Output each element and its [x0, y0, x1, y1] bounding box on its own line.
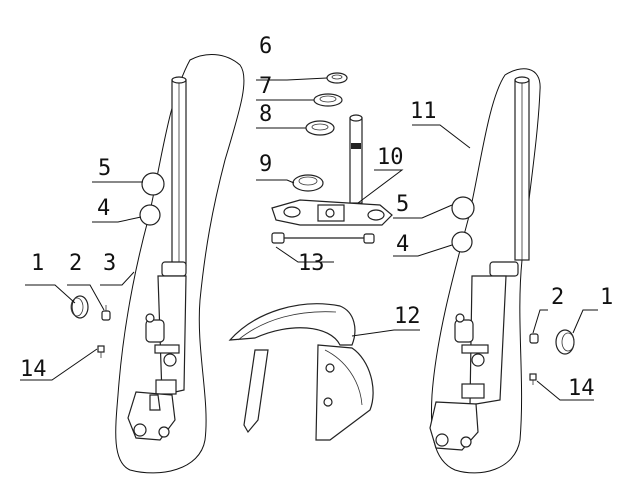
left-bolt-2	[101, 305, 111, 321]
right-cap-1	[555, 329, 575, 355]
callout-numbers: 1 2 3 5 4 14 6 7 8 9 10 11 12 13 5 4 2 1…	[20, 34, 613, 401]
callout-2-right: 2	[551, 285, 564, 310]
right-fork-group	[429, 68, 575, 474]
leader-lines	[20, 77, 598, 401]
left-fork-group	[70, 54, 245, 474]
callout-7: 7	[259, 74, 272, 99]
callout-13: 13	[298, 251, 325, 276]
callout-3: 3	[103, 251, 116, 276]
steering-stem-10	[271, 114, 393, 226]
callout-1-left: 1	[31, 251, 44, 276]
left-cap-1	[70, 295, 89, 319]
left-fork-leg	[127, 76, 187, 441]
callout-2-left: 2	[69, 251, 82, 276]
callout-14-left: 14	[20, 357, 47, 382]
callout-5-left: 5	[98, 156, 111, 181]
callout-4-right: 4	[396, 232, 409, 257]
callout-12: 12	[394, 304, 421, 329]
bearing-6	[326, 72, 348, 84]
right-screw-14	[529, 373, 537, 385]
left-seal-5	[141, 172, 165, 196]
right-fork-outline	[430, 68, 541, 474]
steering-stem-group	[271, 72, 393, 244]
left-screw-14	[97, 345, 105, 358]
callout-4-left: 4	[97, 196, 110, 221]
right-fork-leg	[429, 76, 530, 451]
left-fork-outline	[115, 54, 245, 474]
callout-8: 8	[259, 102, 272, 127]
left-seal-4	[139, 204, 161, 226]
callout-5-right: 5	[396, 192, 409, 217]
front-fender-12	[228, 303, 374, 441]
callout-9: 9	[259, 152, 272, 177]
bolt-13	[271, 232, 375, 244]
right-bolt-2	[529, 333, 539, 344]
callout-1-right: 1	[600, 285, 613, 310]
bearing-8	[305, 120, 335, 136]
callout-14-right: 14	[568, 376, 595, 401]
callout-10: 10	[377, 145, 404, 170]
callout-11: 11	[410, 99, 437, 124]
callout-6: 6	[259, 34, 272, 59]
right-seal-5	[451, 196, 475, 220]
right-seal-4	[451, 231, 473, 253]
